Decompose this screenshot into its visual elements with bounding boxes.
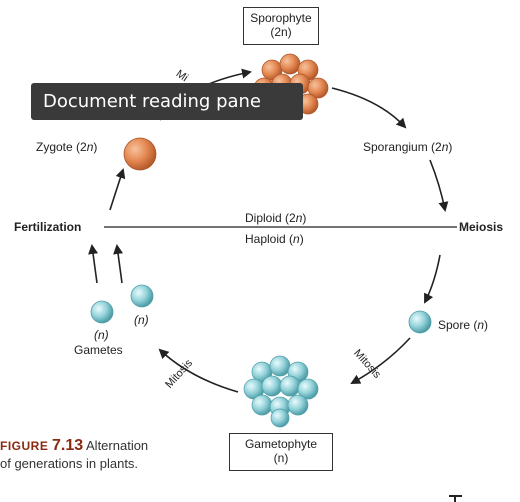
gametophyte-label: Gametophyte	[244, 437, 318, 451]
figure-caption: Figure 7.13 Alternation of generations i…	[0, 437, 148, 472]
sporophyte-box: Sporophyte (2n)	[243, 7, 319, 45]
caption-title: Alternation	[86, 438, 149, 453]
spore-label: Spore (n)	[438, 318, 489, 332]
haploid-label: Haploid (n)	[245, 232, 304, 246]
gamete-right-cell	[130, 284, 154, 308]
gamete-right-ploidy: (n)	[134, 313, 149, 327]
arrow-spore-to-gametophyte	[350, 337, 411, 384]
caption-line-2: of generations in plants.	[0, 456, 139, 471]
caption-figure-number: 7.13	[51, 437, 84, 454]
arrow-left-gamete-up	[88, 244, 99, 284]
gametophyte-ploidy: (n)	[273, 451, 289, 465]
gametophyte-cluster	[243, 355, 319, 428]
zygote-label: Zygote (2n)	[36, 140, 98, 154]
sporophyte-ploidy: (2n)	[270, 25, 292, 39]
arrow-sporangium-to-meiosis	[429, 159, 449, 212]
spore-cell	[408, 310, 432, 334]
arrow-gametophyte-to-gametes	[158, 348, 239, 393]
reading-pane-tooltip: Document reading pane	[31, 83, 303, 120]
fertilization-label: Fertilization	[14, 220, 82, 234]
page-mark	[449, 495, 462, 502]
caption-line-1: Figure 7.13 Alternation	[0, 437, 148, 455]
zygote-cell	[123, 137, 157, 171]
gamete-left-cell	[90, 300, 114, 324]
diploid-label: Diploid (2n)	[245, 211, 307, 225]
caption-figure-word: Figure	[0, 439, 49, 453]
sporophyte-label: Sporophyte	[250, 11, 312, 25]
gametes-label: Gametes	[74, 343, 123, 357]
gametophyte-box: Gametophyte (n)	[229, 433, 333, 471]
gamete-left-ploidy: (n)	[94, 328, 109, 342]
sporangium-label: Sporangium (2n)	[363, 140, 453, 154]
arrow-fertilization-to-zygote	[109, 168, 126, 211]
meiosis-label: Meiosis	[459, 220, 504, 234]
arrow-meiosis-to-spore	[424, 254, 441, 304]
arrow-right-gamete-up	[113, 244, 124, 284]
arrow-sporophyte-to-sporangium	[331, 87, 407, 129]
